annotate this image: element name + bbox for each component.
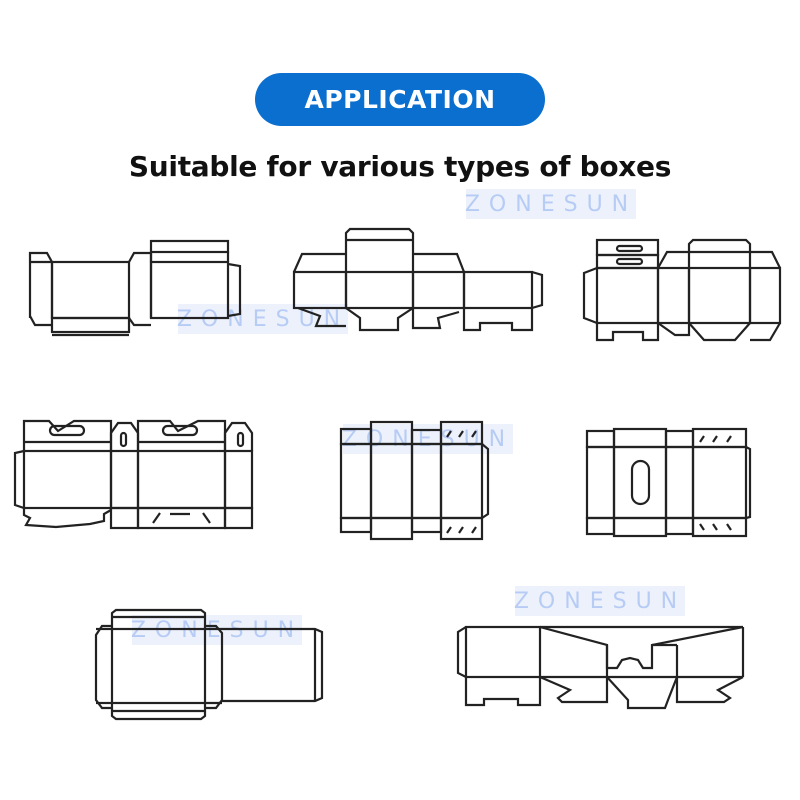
box-diagram-3	[582, 238, 782, 342]
box-diagram-4	[13, 419, 254, 530]
page-subtitle: Suitable for various types of boxes	[128, 150, 672, 183]
box-diagram-7	[94, 608, 324, 721]
box-diagram-6	[585, 427, 752, 538]
watermark-logo: ZONESUN	[465, 189, 636, 219]
box-diagram-2	[292, 227, 544, 332]
watermark-logo: ZONESUN	[514, 586, 685, 616]
box-diagram-8	[456, 625, 745, 710]
application-badge: APPLICATION	[255, 73, 545, 126]
box-diagram-1	[28, 239, 242, 337]
box-diagram-5	[339, 420, 490, 541]
